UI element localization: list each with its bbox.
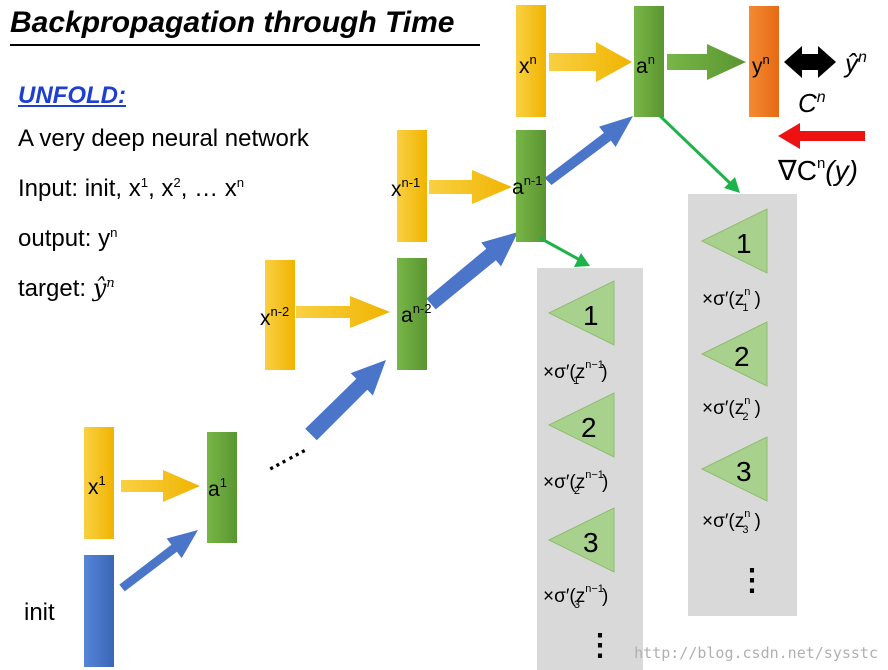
description-line: A very deep neural network xyxy=(18,125,309,152)
triangle-index: 2 xyxy=(734,341,750,372)
label-an2: an-2 xyxy=(401,301,431,327)
triangle-icon xyxy=(547,280,615,346)
input-bar-xn xyxy=(516,5,546,117)
label-an: an xyxy=(636,52,655,78)
input-sup-1: 1 xyxy=(140,175,149,190)
triangle-icon xyxy=(700,208,768,274)
input-arrow-xn-an xyxy=(549,42,632,82)
label-init: init xyxy=(24,599,55,626)
triangle-index: 3 xyxy=(736,456,752,487)
label-an1: an-1 xyxy=(512,173,542,199)
triangle-index: 2 xyxy=(581,412,597,443)
input-sup-2: 2 xyxy=(173,175,181,190)
page-title: Backpropagation through Time xyxy=(10,6,455,39)
cost-label: Cn xyxy=(798,88,826,118)
input-sup-n: n xyxy=(236,175,245,190)
target-line: target: ŷn xyxy=(18,274,115,303)
output-sup: n xyxy=(110,225,118,240)
input-label: Input: init, x xyxy=(18,175,141,202)
backprop-arrow-right-head xyxy=(724,177,740,193)
label-xn: xn xyxy=(519,52,537,78)
triangle-index: 1 xyxy=(583,300,599,331)
input-bar-xn1 xyxy=(397,130,427,242)
input-arrow-x1-a1 xyxy=(121,470,200,502)
flow-arrow-init-a1 xyxy=(119,530,198,592)
output-line: output: yn xyxy=(18,225,117,253)
hidden-bar-an1 xyxy=(516,130,546,242)
label-x1: x1 xyxy=(88,473,106,499)
gradient-arrow xyxy=(778,123,865,149)
backprop-left-more: ⋮ xyxy=(585,629,615,662)
label-xn2: xn-2 xyxy=(260,304,289,330)
output-label: output: y xyxy=(18,225,111,252)
triangle-icon xyxy=(700,321,768,387)
input-bar-xn2 xyxy=(265,260,295,370)
backprop-panel-left xyxy=(537,268,643,670)
input-bar-x1 xyxy=(84,427,114,539)
title-underline xyxy=(10,44,480,46)
label-yn: yn xyxy=(752,52,770,78)
label-xn1: xn-1 xyxy=(391,175,420,201)
triangle-icon xyxy=(547,507,615,573)
backprop-panel-right xyxy=(688,194,797,616)
backprop-arrow-left-head xyxy=(574,253,590,267)
output-arrow-an-yn xyxy=(667,44,746,80)
input-line: Input: init, x1, x2, … xn xyxy=(18,175,244,203)
input-ellipsis: , … x xyxy=(180,175,237,202)
gradient-label: ∇Cn(y) xyxy=(777,155,858,186)
init-bar xyxy=(84,555,114,667)
hidden-bar-an2 xyxy=(397,258,427,370)
triangle-icon xyxy=(700,436,768,502)
triangle-icon xyxy=(547,392,615,458)
target-label: target: xyxy=(18,275,93,302)
flow-arrow-to-an2 xyxy=(305,360,386,441)
flow-arrow-an2-an1 xyxy=(426,232,518,310)
backprop-arrow-left-line xyxy=(539,236,581,262)
flow-arrow-an1-an xyxy=(544,116,633,185)
input-arrow-xn1-an1 xyxy=(429,170,512,204)
triangle-index: 3 xyxy=(583,527,599,558)
compare-arrow xyxy=(784,46,836,78)
chain-ellipsis: …… xyxy=(259,433,310,476)
hidden-bar-a1 xyxy=(207,432,237,543)
target-math: ŷ xyxy=(92,274,107,302)
backprop-arrow-right-line xyxy=(658,114,735,188)
hidden-bar-an xyxy=(634,6,664,117)
watermark: http://blog.csdn.net/sysstc xyxy=(634,644,878,662)
output-bar-yn xyxy=(749,6,779,117)
input-separator: , x xyxy=(148,175,174,202)
triangle-index: 1 xyxy=(736,228,752,259)
label-a1: a1 xyxy=(208,475,227,501)
unfold-heading: UNFOLD: xyxy=(18,82,126,109)
target-sup: n xyxy=(106,276,115,291)
target-yhat: ŷn xyxy=(843,48,867,78)
input-arrow-xn2-an2 xyxy=(296,296,390,328)
backprop-right-more: ⋮ xyxy=(737,564,767,597)
